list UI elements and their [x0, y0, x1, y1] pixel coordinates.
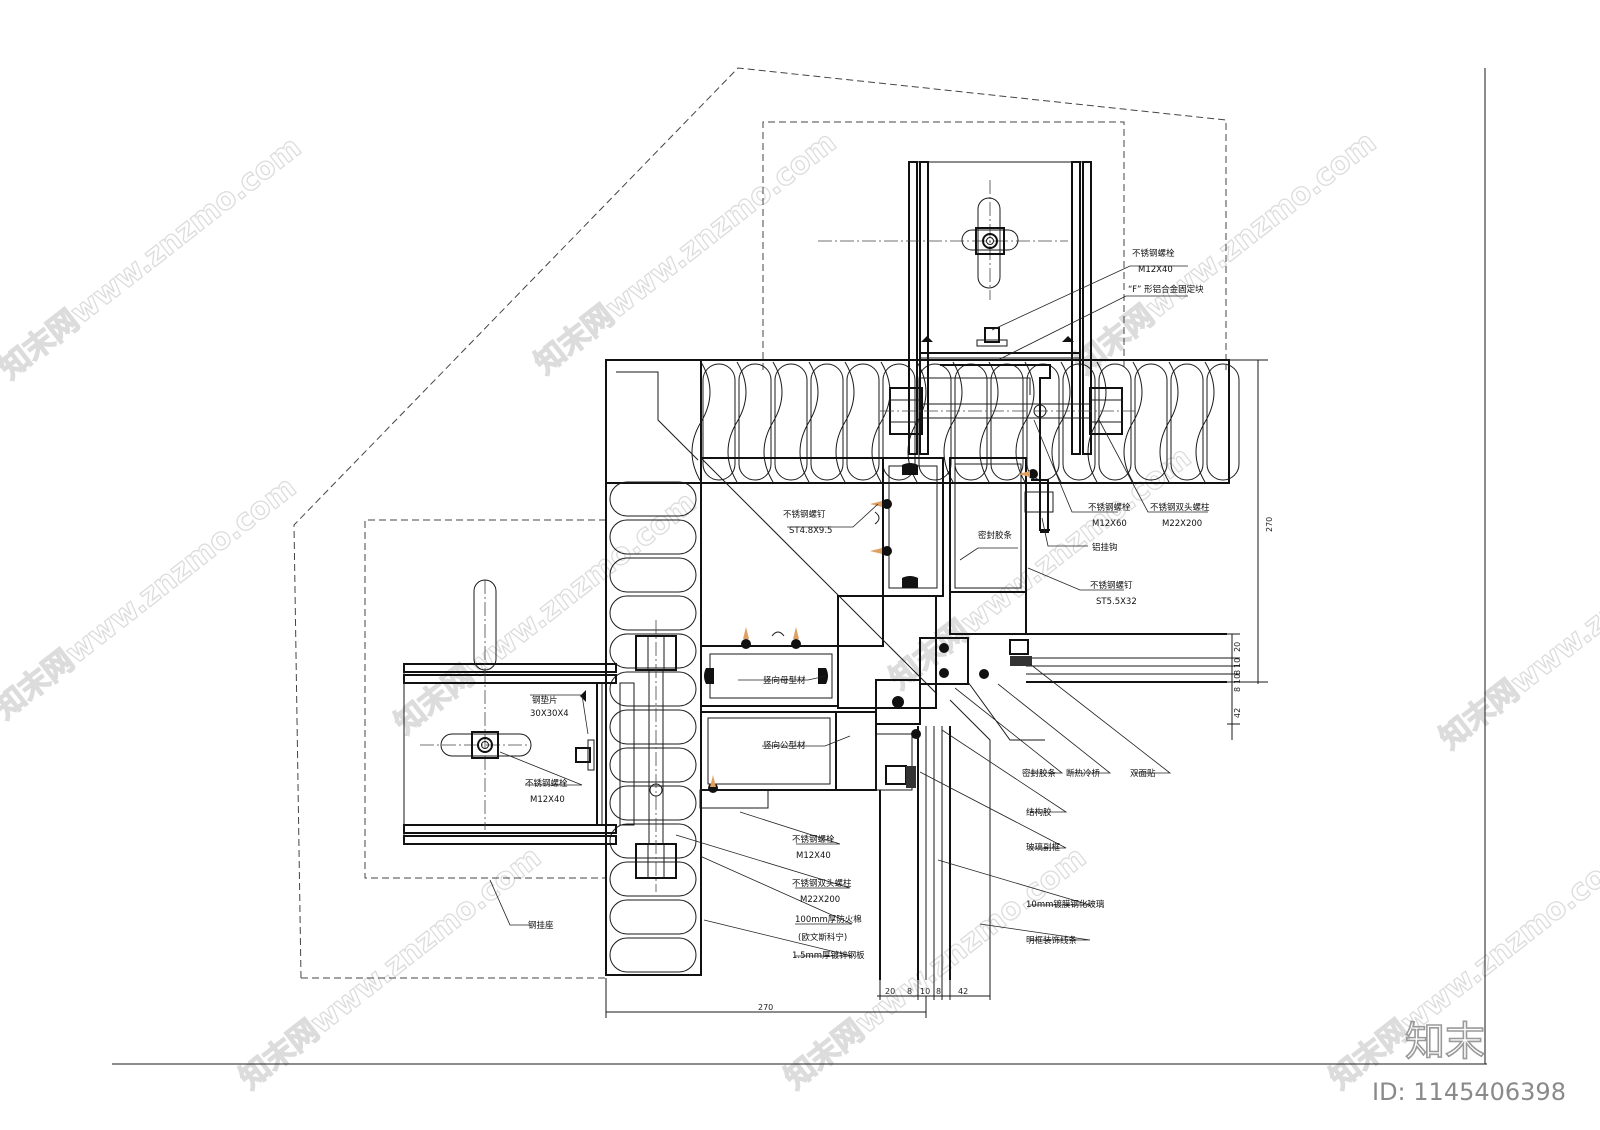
- watermark-text: 知末网www.znzmo.com: [233, 840, 548, 1097]
- brand-watermark: 知末: [1405, 1019, 1485, 1065]
- label-vert-male: 竖向公型材: [763, 740, 806, 751]
- label-fire-wool: 100mm厚防火棉: [795, 914, 862, 925]
- left-dashed-box: [364, 519, 606, 879]
- label-stud-m22-right: 不锈钢双头螺柱: [1150, 502, 1210, 513]
- dim-bottom-total: 270: [758, 1003, 773, 1012]
- left-steel-seat: [403, 579, 677, 892]
- label-fire-wool-brand: (欧文斯科宁): [798, 932, 847, 943]
- label-al-hook: 铝挂钩: [1092, 542, 1118, 553]
- label-double-tape: 双面贴: [1130, 768, 1156, 779]
- label-bolt-m12x60: 不锈钢螺栓: [1088, 502, 1131, 513]
- leader-lines: [489, 265, 1208, 957]
- dim-right-42: 42: [1233, 708, 1242, 718]
- label-bolt-m12x40-left: 不锈钢螺栓: [525, 778, 568, 789]
- label-vert-female: 竖向母型材: [763, 675, 806, 686]
- dim-bottom-10: 10: [920, 987, 930, 996]
- label-screw-st55-spec: ST5.5X32: [1096, 597, 1137, 607]
- label-bolt-m12x60-spec: M12X60: [1092, 519, 1127, 529]
- dashed-envelope: [293, 67, 1227, 979]
- dim-right-20: 20: [1233, 642, 1242, 652]
- label-sealant-strip-bottom: 密封胶条: [1022, 768, 1057, 779]
- watermark-text: 知末网www.znzmo.com: [1433, 500, 1600, 757]
- watermark-text: 知末网www.znzmo.com: [528, 125, 843, 382]
- top-dashed-box: [762, 121, 1125, 370]
- dim-right-8b: 8: [1233, 687, 1242, 692]
- label-bolt-m12x40-bottom-spec: M12X40: [796, 851, 831, 861]
- label-glass-subframe: 玻璃副框: [1026, 842, 1061, 853]
- label-stud-m22-bottom-spec: M22X200: [800, 895, 840, 905]
- label-screw-st48: 不锈钢螺钉: [783, 509, 826, 520]
- watermark-text: 知末网www.znzmo.com: [0, 470, 303, 727]
- label-sealant-strip-top: 密封胶条: [978, 530, 1013, 541]
- label-screw-st48-spec: ST4.8X9.5: [789, 526, 832, 536]
- label-thermal-break: 断热冷桥: [1066, 768, 1101, 779]
- watermark-text: 知末网www.znzmo.com: [1068, 125, 1383, 382]
- dim-right-10b: 10: [1233, 674, 1242, 684]
- dim-bottom-8b: 8: [936, 987, 941, 996]
- label-stud-m22-bottom: 不锈钢双头螺柱: [792, 878, 852, 889]
- label-stud-m22-right-spec: M22X200: [1162, 519, 1202, 529]
- dimension-lines: [605, 359, 1268, 1018]
- label-steel-shim-spec: 30X30X4: [530, 709, 569, 719]
- dim-bottom-8: 8: [907, 987, 912, 996]
- id-watermark: ID: 1145406398: [1372, 1078, 1566, 1106]
- label-steel-shim: 钢垫片: [532, 695, 558, 706]
- top-steel-seat: [818, 161, 1135, 531]
- dim-right-total: 270: [1265, 517, 1274, 532]
- label-screw-st55: 不锈钢螺钉: [1090, 580, 1133, 591]
- label-coated-glass: 10mm镀膜钢化玻璃: [1026, 899, 1105, 910]
- dim-bottom-20: 20: [885, 987, 895, 996]
- label-trim-strip: 明框装饰线条: [1026, 935, 1078, 946]
- dim-right-10: 10: [1233, 658, 1242, 668]
- label-bolt-m12x40-top: 不锈钢螺栓: [1132, 248, 1175, 259]
- label-steel-seat: 钢挂座: [528, 920, 554, 931]
- fire-wool-insulation: [605, 359, 1240, 976]
- watermark-text: 知末网www.znzmo.com: [0, 130, 308, 387]
- dim-bottom-42: 42: [958, 987, 968, 996]
- aluminum-profiles: [699, 457, 1227, 980]
- label-f-block: “F” 形铝合金固定块: [1128, 284, 1204, 295]
- label-bolt-m12x40-bottom: 不锈钢螺栓: [792, 834, 835, 845]
- label-bolt-m12x40-top-spec: M12X40: [1138, 265, 1173, 275]
- label-zinc-plate: 1.5mm厚镀锌钢板: [792, 950, 865, 961]
- label-bolt-m12x40-left-spec: M12X40: [530, 795, 565, 805]
- dim-right-8: 8: [1233, 670, 1242, 675]
- label-structural-glue: 结构胶: [1026, 807, 1052, 818]
